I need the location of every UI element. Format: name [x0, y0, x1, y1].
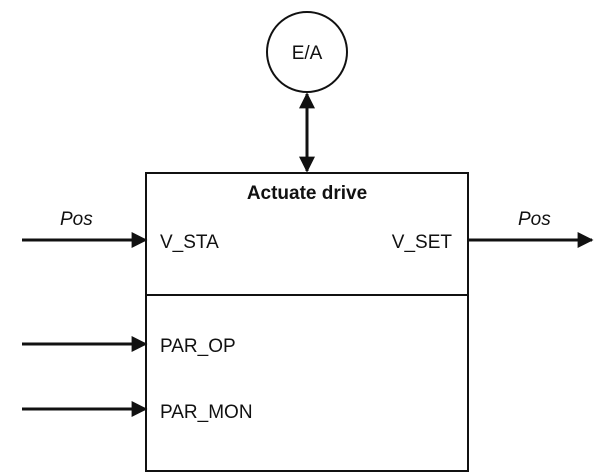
ea-node: E/A — [266, 11, 348, 93]
output-pos-label: Pos — [518, 209, 551, 230]
input-pos-label: Pos — [60, 209, 93, 230]
ea-label: E/A — [292, 43, 323, 64]
block-title: Actuate drive — [247, 183, 367, 204]
port-par-op: PAR_OP — [160, 336, 236, 357]
ea-circle — [266, 11, 348, 93]
port-v-sta: V_STA — [160, 232, 219, 253]
block-frame — [145, 172, 469, 472]
port-v-set: V_SET — [392, 232, 453, 253]
actuate-drive-block: Actuate drive V_STA V_SET PAR_OP PAR_MON — [145, 172, 469, 472]
port-par-mon: PAR_MON — [160, 402, 253, 423]
